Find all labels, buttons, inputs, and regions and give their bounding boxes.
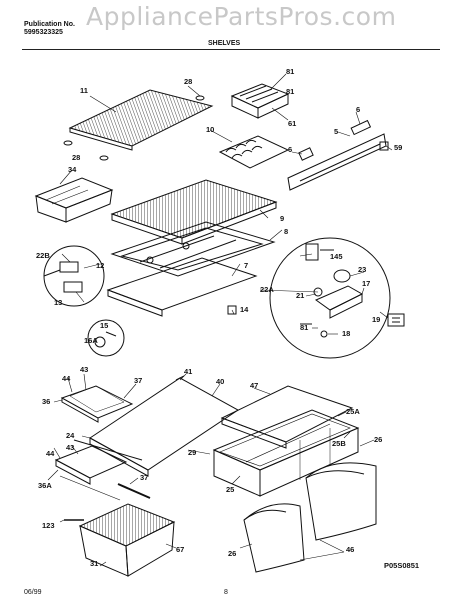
label-26b: 26 (228, 549, 236, 558)
detail-inset-small (87, 319, 125, 357)
label-36: 36 (42, 397, 50, 406)
label-145: 145 (330, 252, 343, 261)
label-9: 9 (280, 214, 284, 223)
figure-code: P05S0851 (384, 561, 419, 570)
label-28b: 28 (72, 153, 80, 162)
shelf-trim (73, 439, 143, 461)
label-59: 59 (394, 143, 402, 152)
label-25b: 25B (332, 439, 346, 448)
label-46: 46 (346, 545, 354, 554)
label-81b: 81 (300, 323, 308, 332)
damper-part (387, 313, 405, 327)
small-shelf (54, 445, 128, 501)
label-34: 34 (68, 165, 77, 174)
label-8: 8 (284, 227, 288, 236)
drawer-slide (117, 483, 151, 499)
section-title: SHELVES (208, 40, 241, 47)
door-rail (287, 119, 389, 191)
publication-number: 5995323325 (24, 29, 63, 36)
egg-tray (218, 135, 290, 169)
label-26: 26 (374, 435, 382, 444)
glass-shelf-lower (89, 375, 239, 477)
label-6: 6 (356, 105, 360, 114)
deli-shelf (60, 385, 134, 423)
label-11: 11 (80, 86, 88, 95)
label-37b: 37 (140, 473, 148, 482)
crisper-drawer-right (305, 462, 377, 541)
label-5: 5 (334, 127, 338, 136)
label-25: 25 (226, 485, 234, 494)
publication-label: Publication No. 5995323325 (24, 21, 75, 36)
label-28: 28 (184, 77, 192, 86)
label-19: 19 (372, 315, 380, 324)
label-12: 12 (96, 261, 104, 270)
label-23: 23 (358, 265, 366, 274)
label-18: 18 (342, 329, 350, 338)
label-123: 123 (42, 521, 55, 530)
label-43b: 43 (66, 443, 74, 452)
crisper-drawer-left (243, 503, 305, 573)
label-22b: 22B (36, 251, 50, 260)
label-7: 7 (244, 261, 248, 270)
meat-drawer (78, 503, 176, 577)
label-24: 24 (66, 431, 75, 440)
label-25a: 25A (346, 407, 360, 416)
label-44: 44 (62, 374, 71, 383)
leader-lines (47, 73, 393, 567)
page-number: 8 (224, 589, 228, 596)
wire-shelf (68, 89, 214, 151)
label-21: 21 (296, 291, 304, 300)
label-6b: 6 (288, 145, 292, 154)
label-81: 81 (286, 67, 294, 76)
watermark: AppliancePartsPros.com (86, 2, 397, 31)
label-10: 10 (206, 125, 214, 134)
label-81c: 81 (286, 87, 294, 96)
label-43: 43 (80, 365, 88, 374)
header-divider (22, 49, 440, 50)
label-41: 41 (184, 367, 192, 376)
label-37: 37 (134, 376, 142, 385)
meat-keeper-drawer (34, 177, 114, 223)
label-29: 29 (188, 448, 196, 457)
dairy-compartment (230, 83, 290, 119)
label-31: 31 (90, 559, 98, 568)
callout-labels: 11 28 81 61 6 5 10 6 59 28 34 9 8 22B 12… (36, 67, 419, 570)
crisper-frame (212, 409, 360, 497)
label-36a: 36A (38, 481, 52, 490)
detail-inset-left (43, 245, 105, 307)
label-22a: 22A (260, 285, 274, 294)
label-47: 47 (250, 381, 258, 390)
footer-date: 06/99 (24, 589, 42, 596)
label-44b: 44 (46, 449, 55, 458)
label-67: 67 (176, 545, 184, 554)
label-17: 17 (362, 279, 370, 288)
crisper-cover-frame (110, 221, 276, 277)
label-15: 15 (100, 321, 108, 330)
label-14: 14 (240, 305, 249, 314)
label-13: 13 (54, 298, 62, 307)
crisper-cover (220, 385, 354, 449)
detail-inset-right (269, 237, 391, 359)
cover-support-clip (227, 305, 237, 315)
label-61: 61 (288, 119, 296, 128)
crisper-cover-glass (106, 257, 258, 317)
label-16a: 16A (84, 336, 98, 345)
label-40: 40 (216, 377, 224, 386)
glass-shelf-top (110, 179, 278, 245)
